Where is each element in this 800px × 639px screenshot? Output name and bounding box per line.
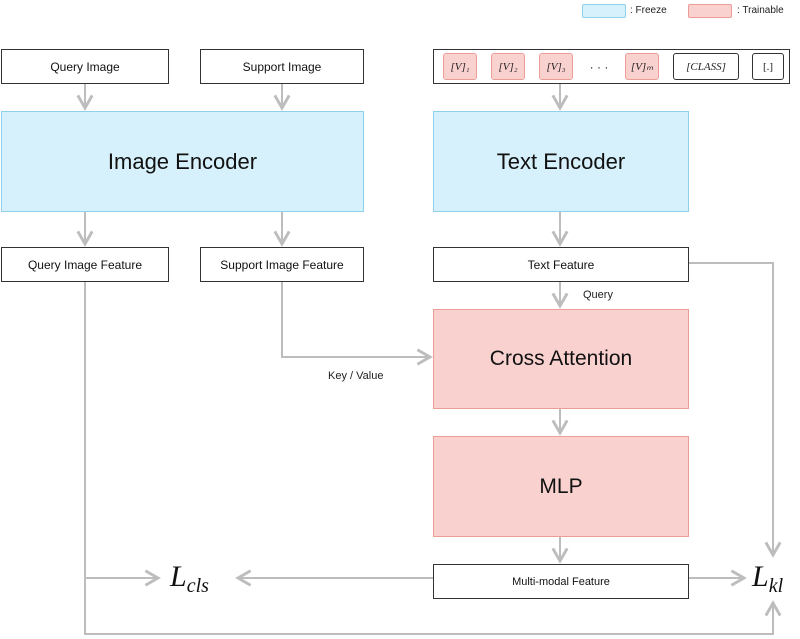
freeze-legend-swatch xyxy=(582,4,626,18)
support-image-feature-box: Support Image Feature xyxy=(200,247,364,282)
image-encoder-block: Image Encoder xyxy=(1,111,364,212)
prompt-token-v2: [V]₂ xyxy=(491,53,525,80)
kl-loss-subscript: kl xyxy=(768,575,784,597)
multimodal-feature-box: Multi-modal Feature xyxy=(433,564,689,599)
prompt-token-v1: [V]₁ xyxy=(443,53,477,80)
prompt-token-vm: [V]ₘ xyxy=(625,53,659,80)
query-image-feature-box: Query Image Feature xyxy=(1,247,169,282)
query-edge-label: Query xyxy=(583,289,613,301)
prompt-token-v3: [V]₃ xyxy=(539,53,573,80)
cls-loss-subscript: cls xyxy=(186,575,209,597)
kl-loss-label: Lkl xyxy=(752,560,783,598)
trainable-legend-swatch xyxy=(688,4,732,18)
text-encoder-block: Text Encoder xyxy=(433,111,689,212)
prompt-token-ellipsis: · · · xyxy=(589,59,609,74)
freeze-legend-label: : Freeze xyxy=(630,5,667,16)
cls-loss-main: L xyxy=(170,560,187,593)
mlp-block: MLP xyxy=(433,436,689,537)
key-value-edge-label: Key / Value xyxy=(328,370,384,382)
prompt-token-class: [CLASS] xyxy=(673,53,739,80)
support-image-box: Support Image xyxy=(200,49,364,84)
text-feature-box: Text Feature xyxy=(433,247,689,282)
cross-attention-block: Cross Attention xyxy=(433,309,689,409)
trainable-legend-label: : Trainable xyxy=(737,5,784,16)
prompt-token-dot: [.] xyxy=(752,53,784,80)
query-image-box: Query Image xyxy=(1,49,169,84)
kl-loss-main: L xyxy=(752,560,769,593)
cls-loss-label: Lcls xyxy=(170,560,209,598)
